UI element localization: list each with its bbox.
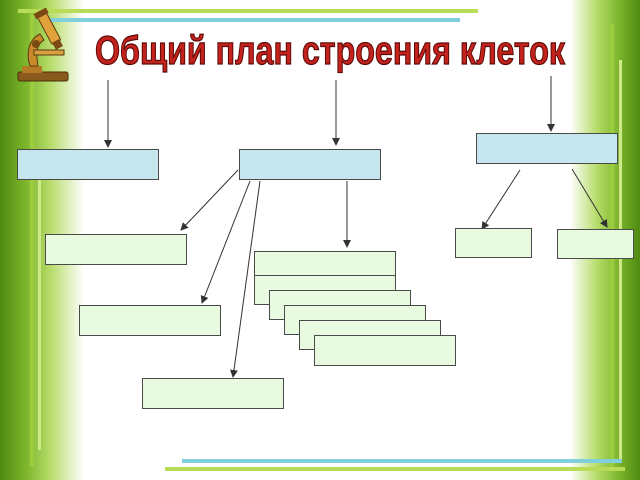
branch-box-1 — [45, 234, 187, 265]
decor-line-bottom-1 — [182, 459, 622, 463]
decor-line-top-2 — [40, 18, 460, 22]
branch-box-3 — [142, 378, 284, 409]
decor-line-bottom-2 — [165, 467, 625, 471]
decor-line-left-2 — [38, 150, 41, 450]
branch-box-2 — [79, 305, 221, 336]
arrow-right-to-sub-1 — [481, 169, 521, 230]
microscope-icon — [17, 7, 69, 82]
arrow-right-to-sub-2 — [571, 168, 608, 228]
stacked-box-6 — [314, 335, 456, 366]
diagram-title: Общий план строения клеток — [94, 28, 566, 73]
top-box-3 — [476, 133, 618, 164]
arrow-middle-to-left-2 — [200, 180, 251, 304]
top-box-1 — [17, 149, 159, 180]
decor-line-left-1 — [30, 14, 34, 466]
top-box-2 — [239, 149, 381, 180]
title-text: Общий план строения клеток — [95, 29, 566, 73]
stacked-box-1 — [254, 251, 396, 276]
arrow-middle-to-left-3 — [229, 180, 261, 378]
arrow-middle-to-left-1 — [180, 169, 239, 231]
right-sub-box-2 — [557, 229, 634, 259]
decor-line-right-2 — [619, 60, 622, 460]
decor-line-top-1 — [18, 9, 478, 13]
right-sub-box-1 — [455, 228, 532, 258]
